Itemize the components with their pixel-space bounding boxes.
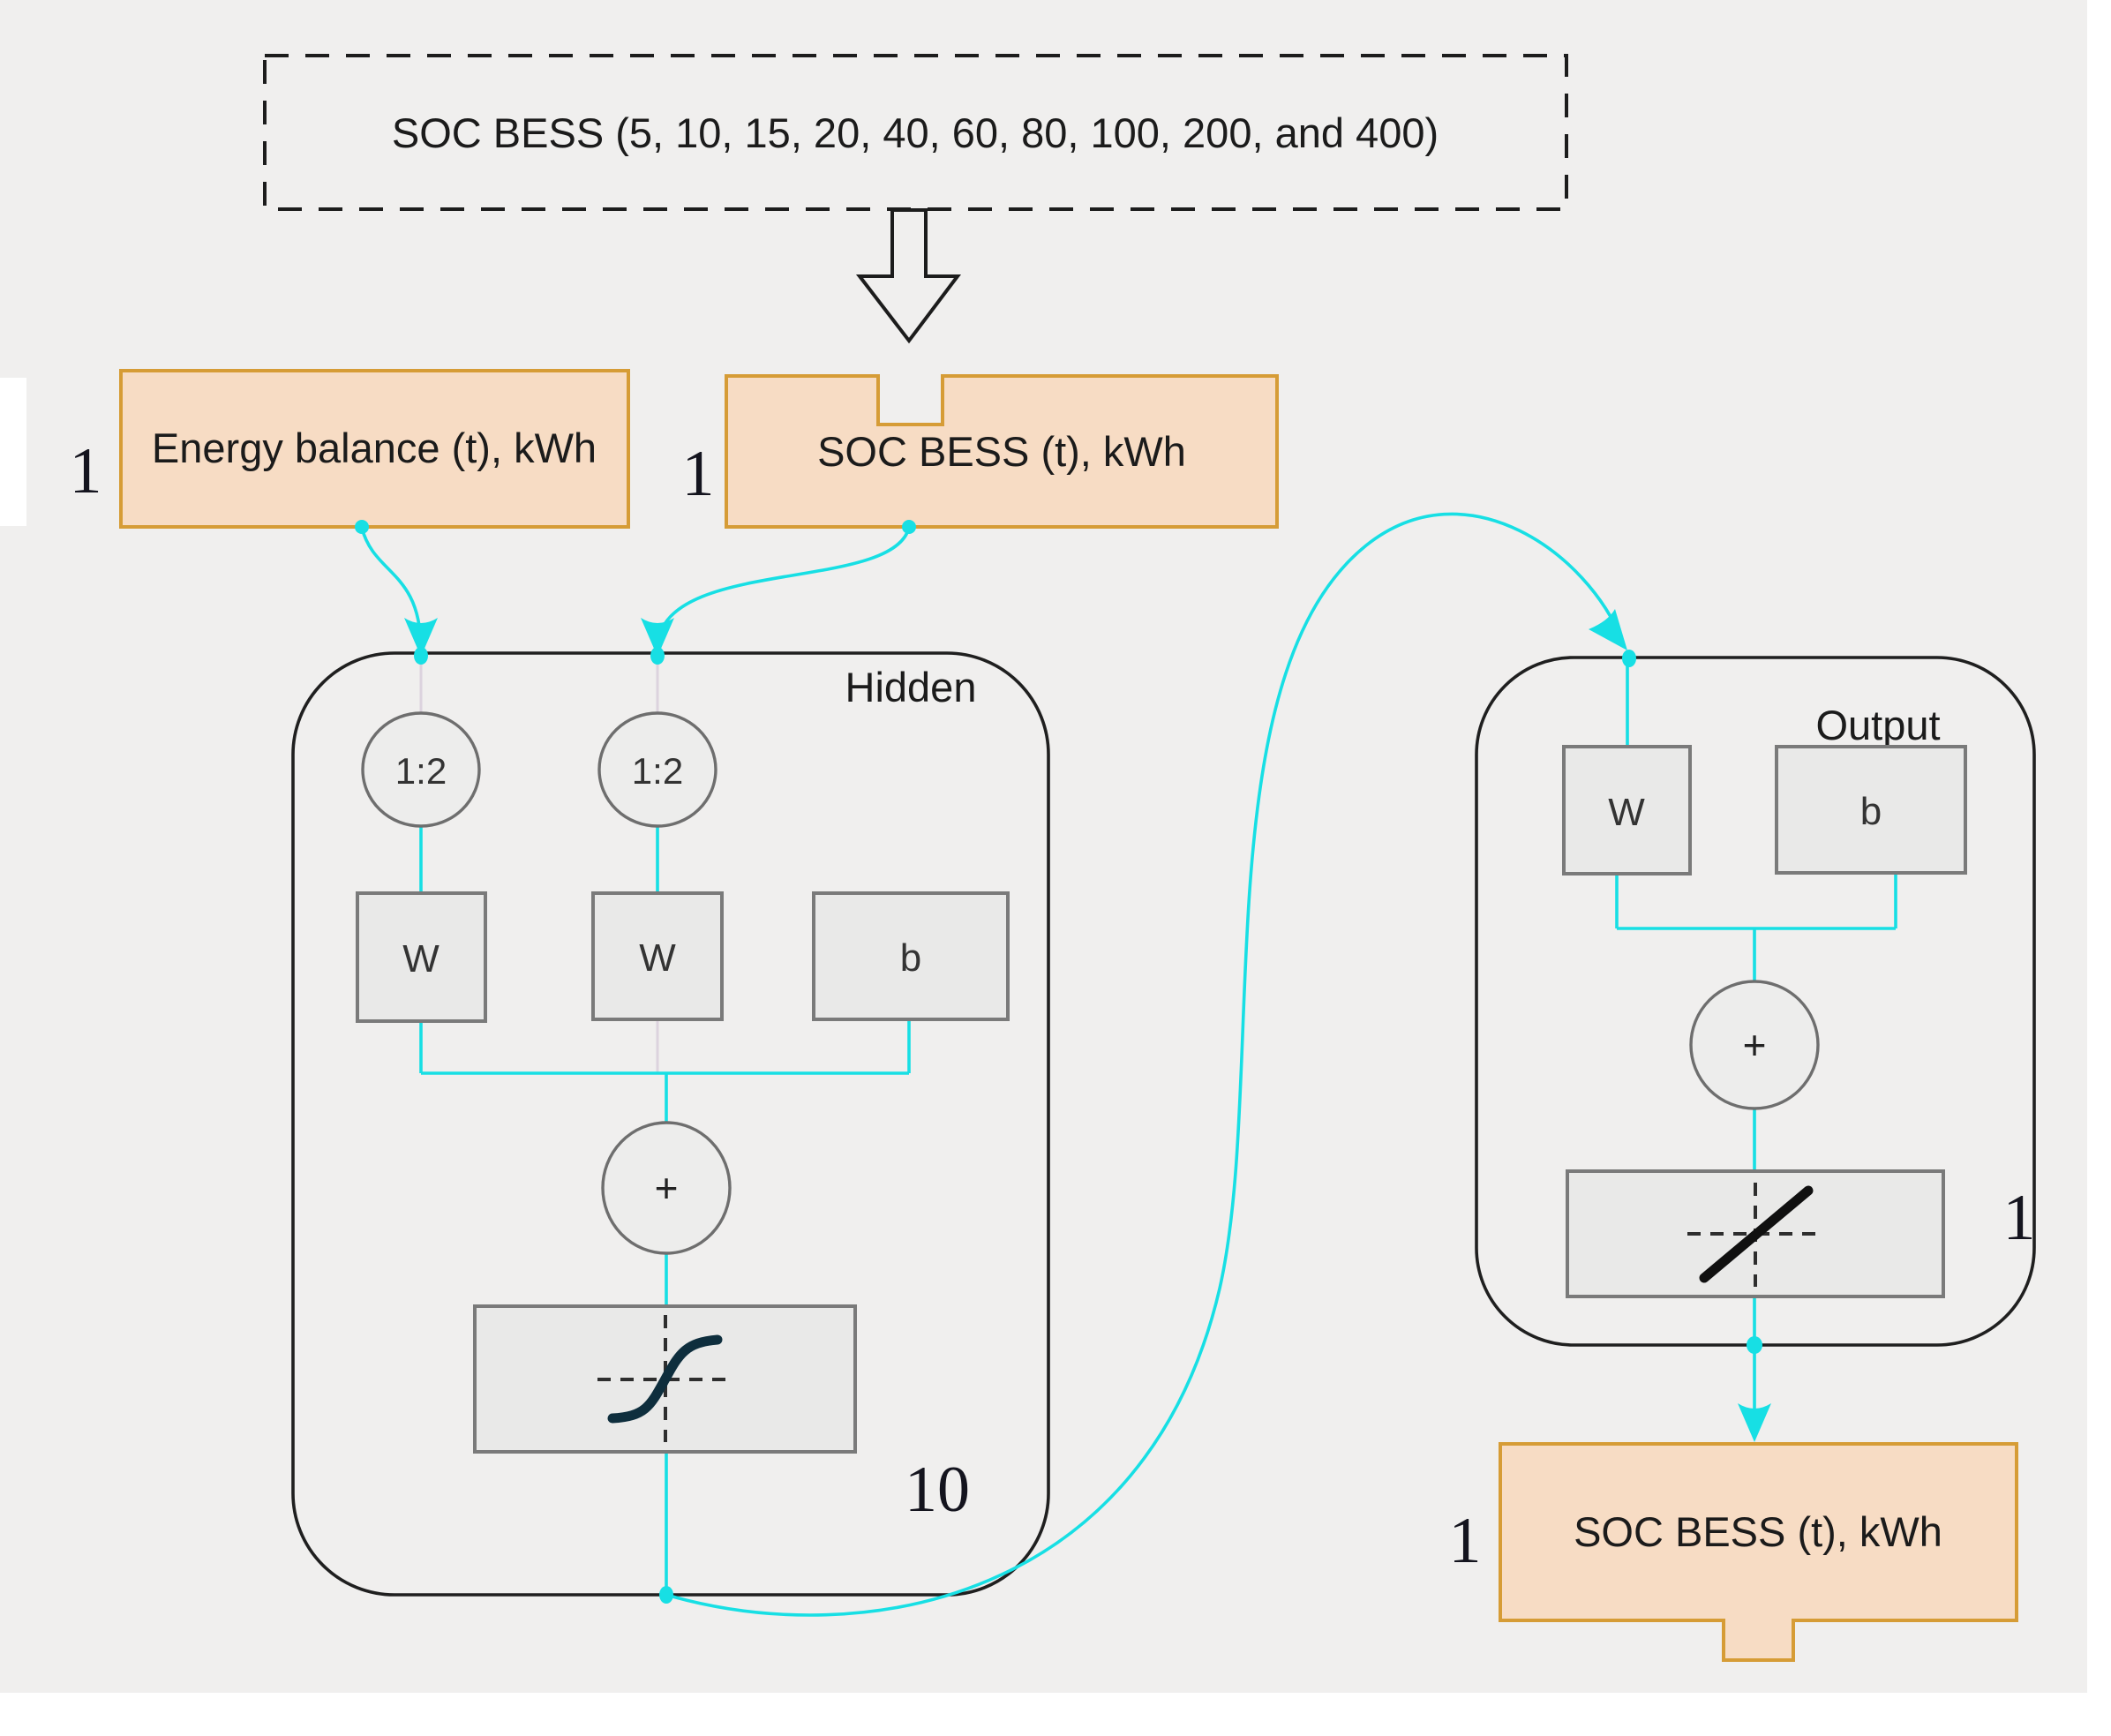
- dot-output-entry: [1622, 650, 1636, 667]
- hidden-bias-label: b: [900, 936, 921, 980]
- connector-hidden-to-output: [665, 512, 1624, 1617]
- connector-soc-to-hidden: [656, 527, 911, 649]
- hidden-sum-node: [601, 1121, 732, 1255]
- right-margin-strip: [2087, 0, 2111, 1736]
- hidden-weight-box-1: [356, 891, 487, 1023]
- dot-hidden-entry-2: [650, 647, 665, 665]
- left-margin-strip: [0, 378, 26, 526]
- dot-soc-out: [902, 520, 916, 534]
- arrowhead-into-result-icon: [1738, 1403, 1771, 1442]
- delay-node-1: [361, 711, 481, 828]
- result-box-soc-bess: [1499, 1442, 2018, 1662]
- arrowhead-into-output-icon: [1589, 609, 1627, 650]
- output-weight-box: [1562, 745, 1692, 876]
- arrowhead-into-hidden-1-icon: [404, 618, 438, 657]
- output-neuron-count-label: 1: [2003, 1182, 2036, 1254]
- input-soc-label: SOC BESS (t), kWh: [817, 428, 1186, 475]
- dashed-note-label: SOC BESS (5, 10, 15, 20, 40, 60, 80, 100…: [392, 109, 1439, 156]
- connector-energy-to-hidden: [360, 527, 423, 649]
- hidden-layer-title: Hidden: [845, 664, 977, 710]
- hidden-neuron-count-label: 10: [905, 1454, 970, 1526]
- big-down-arrow-icon: [855, 208, 962, 344]
- input-energy-label: Energy balance (t), kWh: [152, 425, 597, 471]
- output-sum-label: +: [1743, 1022, 1767, 1068]
- output-bias-label: b: [1860, 790, 1882, 833]
- dot-hidden-exit: [659, 1586, 673, 1604]
- input-soc-size-label: 1: [682, 438, 715, 510]
- arrowhead-into-hidden-2-icon: [641, 618, 674, 657]
- dot-energy-out: [355, 520, 369, 534]
- input-box-energy-balance: [119, 369, 630, 529]
- dot-output-exit: [1747, 1336, 1762, 1354]
- dot-hidden-entry-1: [414, 647, 428, 665]
- hidden-bias-box: [812, 891, 1010, 1021]
- hidden-weight-2-label: W: [639, 936, 676, 980]
- output-layer-title: Output: [1815, 702, 1940, 748]
- hidden-weight-box-2: [591, 891, 724, 1021]
- result-size-label: 1: [1449, 1505, 1482, 1577]
- delay-node-2: [597, 711, 717, 828]
- output-weight-label: W: [1608, 791, 1645, 834]
- delay-node-2-label: 1:2: [632, 750, 683, 792]
- output-bias-box: [1775, 745, 1967, 875]
- purelin-activation-icon: [1687, 1183, 1823, 1287]
- output-sum-node: [1689, 980, 1820, 1110]
- dashed-note-box: [263, 54, 1568, 211]
- hidden-weight-1-label: W: [402, 937, 439, 981]
- input-energy-size-label: 1: [70, 435, 102, 507]
- hidden-sum-label: +: [655, 1165, 679, 1211]
- delay-node-1-label: 1:2: [395, 750, 447, 792]
- bottom-margin-strip: [0, 1693, 2111, 1736]
- tansig-activation-icon: [597, 1315, 732, 1442]
- result-label: SOC BESS (t), kWh: [1574, 1508, 1942, 1555]
